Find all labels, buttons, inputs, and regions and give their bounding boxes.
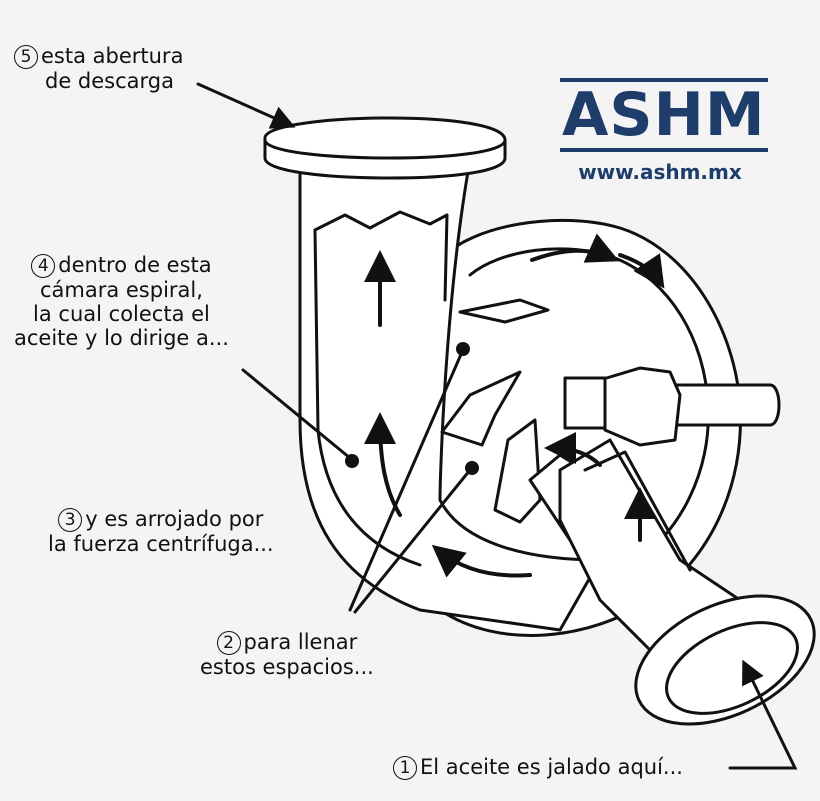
label-4-line-1: dentro de esta: [58, 253, 212, 277]
label-3-line-2: la fuerza centrífuga...: [48, 532, 274, 556]
label-5-line-1: esta abertura: [41, 44, 184, 68]
shaft: [563, 366, 781, 447]
brand-name: ASHM: [560, 78, 768, 152]
leader-dots: [345, 342, 479, 475]
discharge-flange: [263, 116, 507, 180]
label-4-number: 4: [31, 254, 56, 278]
brand-logo: ASHM www.ashm.mx: [560, 78, 768, 184]
label-3-line-1: y es arrojado por: [85, 507, 264, 531]
label-2-number: 2: [216, 631, 241, 655]
brand-url: www.ashm.mx: [578, 160, 742, 184]
label-4-line-3: la cual colecta el: [33, 302, 210, 326]
label-1-line-1: El aceite es jalado aquí...: [420, 755, 683, 779]
label-2-line-1: para llenar: [243, 630, 358, 654]
label-2-line-2: estos espacios...: [200, 655, 374, 679]
suction-flange: [634, 594, 816, 726]
label-3-number: 3: [58, 508, 83, 532]
label-1-number: 1: [393, 756, 417, 780]
label-4-line-4: aceite y lo dirige a...: [14, 326, 229, 350]
label-4-line-2: cámara espiral,: [39, 278, 203, 302]
leader-lines: [196, 82, 798, 770]
label-5-number: 5: [14, 45, 38, 69]
label-5-line-2: de descarga: [45, 69, 174, 93]
